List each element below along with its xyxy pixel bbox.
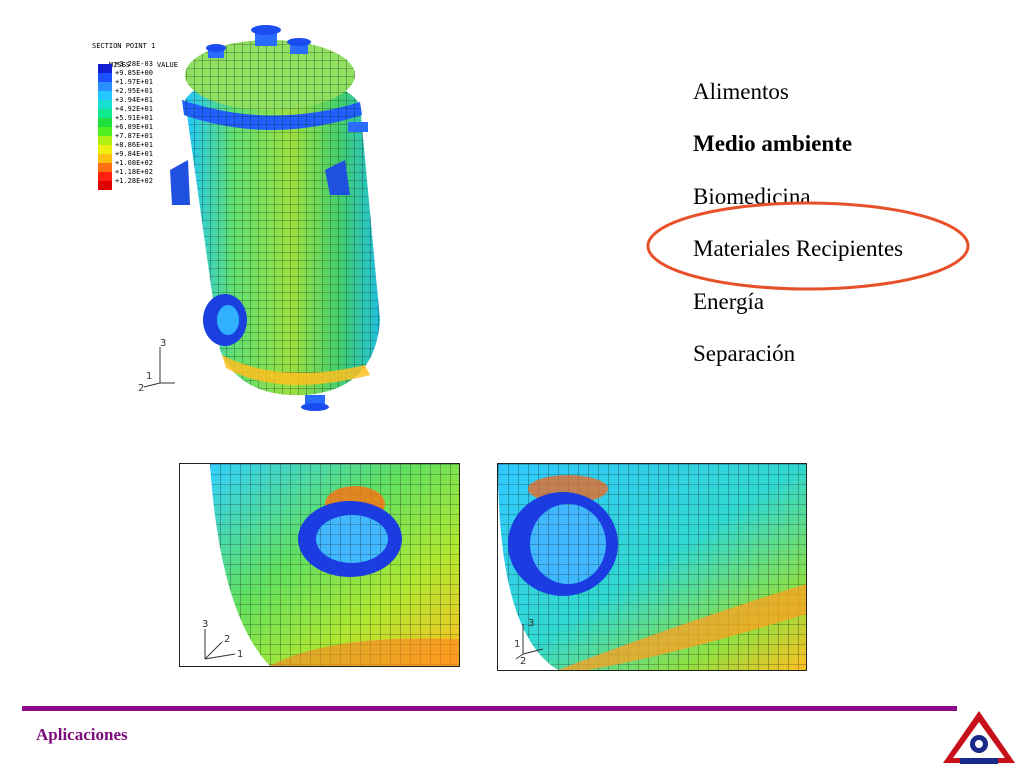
application-item-materiales-recipientes: Materiales Recipientes — [693, 236, 904, 261]
application-item-energia: Energía — [693, 289, 765, 314]
legend-value: +1.97E+01 — [115, 78, 153, 86]
axis-label-1: 1 — [237, 649, 243, 660]
legend-swatch — [98, 172, 112, 181]
legend-value: +2.95E+01 — [115, 87, 153, 95]
legend-value: +9.84E+01 — [115, 150, 153, 158]
legend-value: +1.08E+02 — [115, 159, 153, 167]
application-item-medio-ambiente: Medio ambiente — [693, 131, 853, 156]
legend-value: +1.18E+02 — [115, 168, 153, 176]
axis-label-3: 3 — [528, 618, 534, 629]
axis-triad-main: 3 1 2 — [138, 338, 175, 394]
footer-divider — [22, 706, 957, 711]
legend-swatch — [98, 181, 112, 190]
legend-swatch — [98, 100, 112, 109]
axis-label-2: 2 — [138, 383, 144, 394]
legend-value: +9.85E+00 — [115, 69, 153, 77]
legend-swatch — [98, 154, 112, 163]
highlight-ellipse — [646, 201, 970, 291]
legend-value: +5.91E+01 — [115, 114, 153, 122]
axis-label-3: 3 — [160, 338, 166, 349]
legend-title: SECTION POINT 1 — [92, 42, 156, 50]
pressure-vessel-mesh — [170, 25, 380, 411]
legend-swatch — [98, 127, 112, 136]
legend-swatch — [98, 73, 112, 82]
axis-label-1: 1 — [146, 371, 152, 382]
legend-swatch — [98, 136, 112, 145]
legend-swatch — [98, 109, 112, 118]
legend-value: +3.28E-03 — [115, 60, 153, 68]
legend-value: +3.94E+01 — [115, 96, 153, 104]
legend-swatch — [98, 118, 112, 127]
footer-title: Aplicaciones — [36, 725, 128, 744]
axis-label-3: 3 — [202, 619, 208, 630]
detail-view-left: 3 2 1 — [179, 463, 460, 667]
legend-swatch — [98, 64, 112, 73]
legend-swatch — [98, 163, 112, 172]
axis-label-2: 2 — [224, 634, 230, 645]
legend-value-header: VALUE — [156, 61, 178, 69]
legend-value: +8.86E+01 — [115, 141, 153, 149]
detail-view-right: 3 1 2 — [497, 463, 807, 671]
application-item-separacion: Separación — [693, 341, 796, 366]
legend-swatch — [98, 145, 112, 154]
application-item-alimentos: Alimentos — [693, 79, 789, 104]
metrologia-logo — [943, 711, 1015, 764]
legend-value: +7.87E+01 — [115, 132, 153, 140]
legend-variable: MISES — [108, 61, 130, 69]
axis-label-2: 2 — [520, 656, 526, 667]
legend-swatch — [98, 82, 112, 91]
axis-label-1: 1 — [514, 639, 520, 650]
legend-value: +6.89E+01 — [115, 123, 153, 131]
legend-swatch — [98, 91, 112, 100]
legend-scale: +3.28E-03+9.85E+00+1.97E+01+2.95E+01+3.9… — [98, 60, 188, 194]
legend-value: +4.92E+01 — [115, 105, 153, 113]
stress-legend: SECTION POINT 1 MISES VALUE +3.28E-03+9.… — [92, 42, 192, 212]
legend-value: +1.28E+02 — [115, 177, 153, 185]
